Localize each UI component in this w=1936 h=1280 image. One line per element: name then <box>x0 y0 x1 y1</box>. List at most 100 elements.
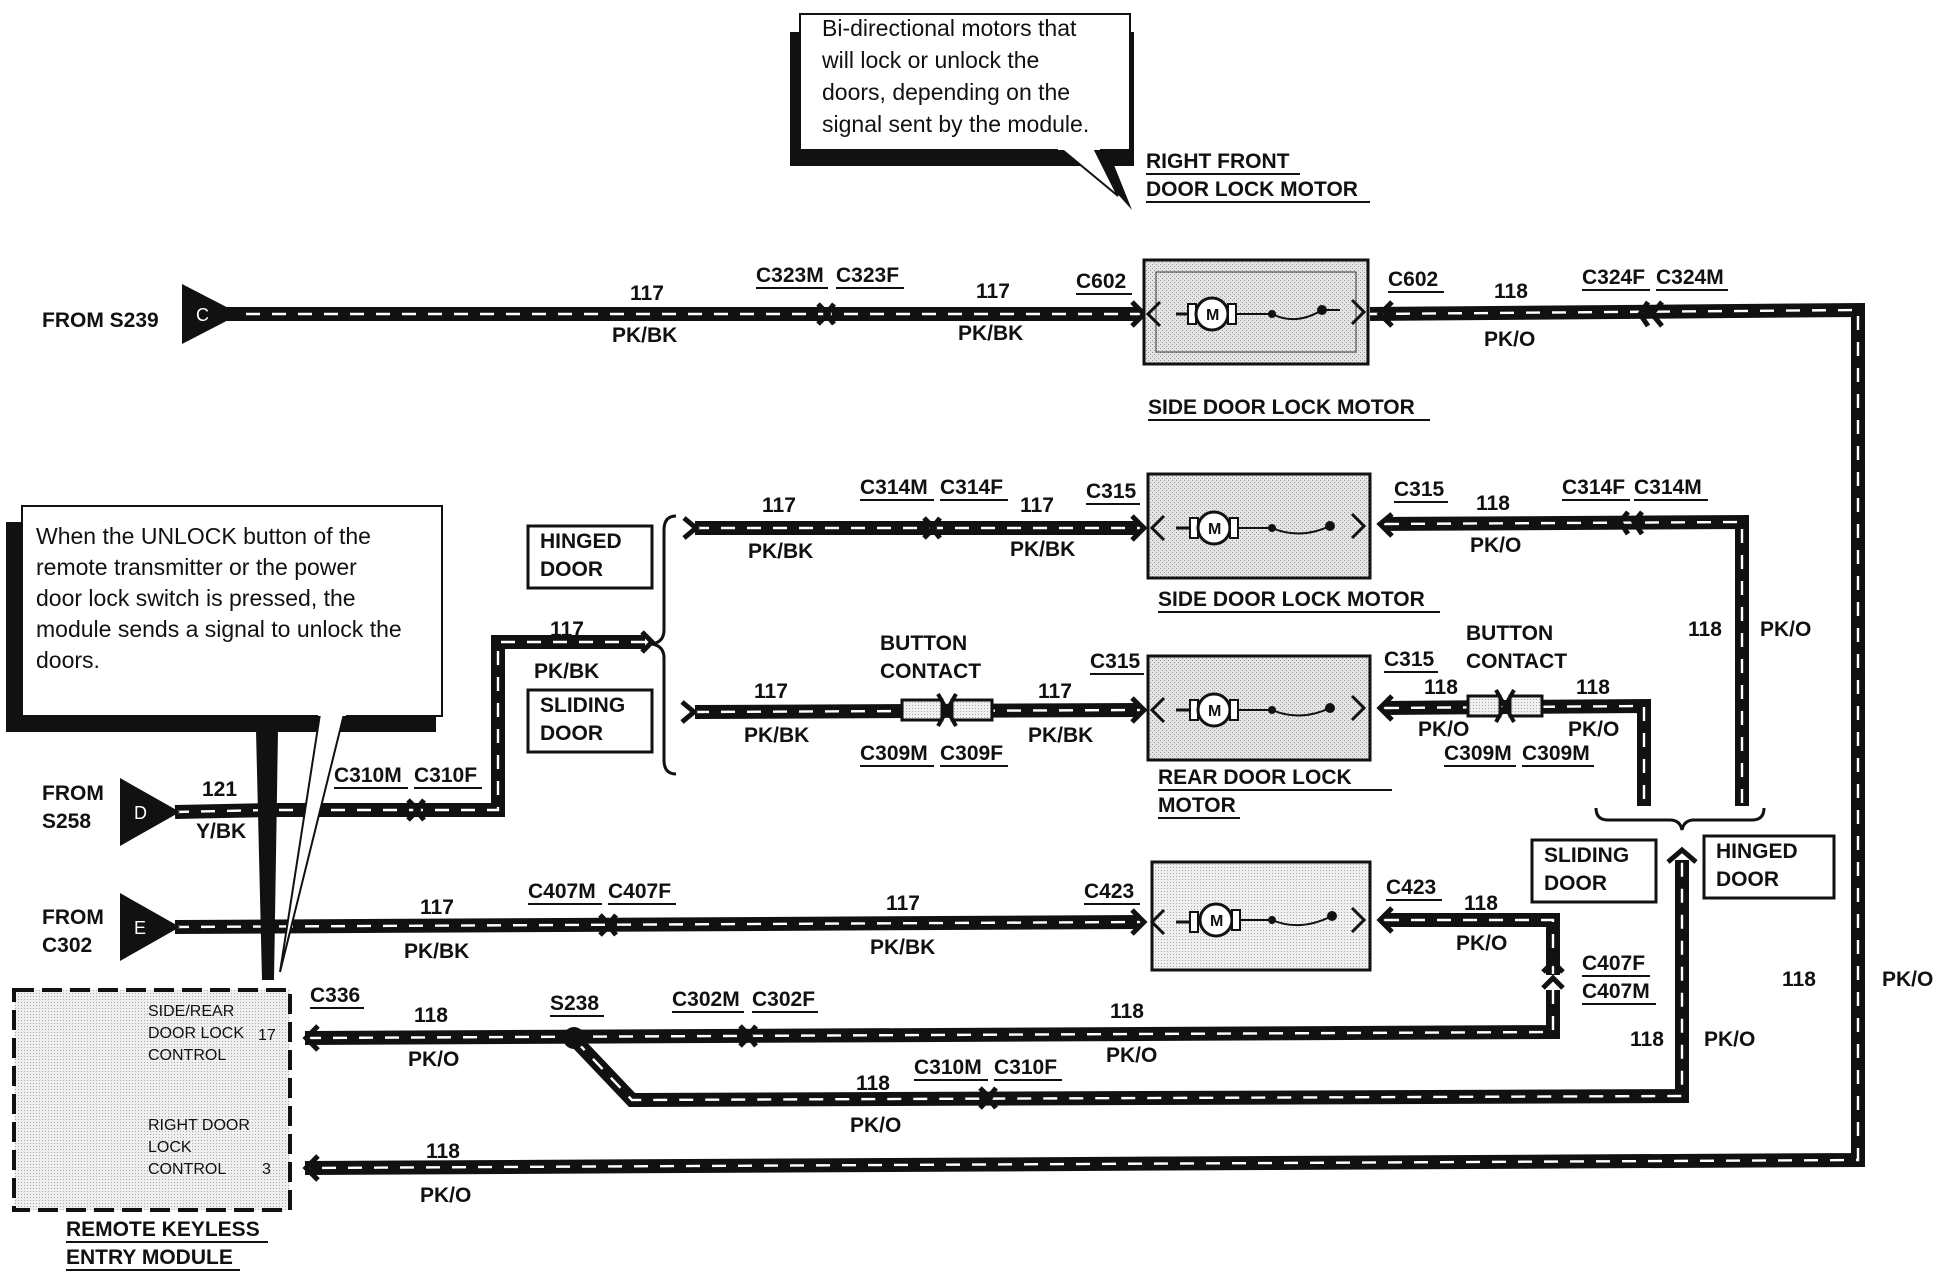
button-contact-right <box>1466 689 1544 723</box>
label-c302m: C302M <box>672 988 740 1011</box>
box-sliding-door-right-line1: SLIDING <box>1544 844 1629 867</box>
label-c315-rear-left: C315 <box>1090 650 1141 673</box>
module-pin17-line1: SIDE/REAR <box>148 1003 234 1020</box>
label-118-hinged-vert: 118 <box>1688 618 1722 641</box>
motor-symbol-c423: M <box>1210 913 1223 930</box>
side-door-motor-title-top: SIDE DOOR LOCK MOTOR <box>1148 396 1415 419</box>
connector-c309-arrow-left <box>680 700 698 724</box>
label-c315-rear-right: C315 <box>1384 648 1435 671</box>
label-c602-left: C602 <box>1076 270 1126 293</box>
connector-c336 <box>302 1024 320 1052</box>
button-contact-left-line1: BUTTON <box>880 632 967 655</box>
splice-s238 <box>563 1027 585 1049</box>
source-s239-label: FROM S239 <box>42 309 159 332</box>
label-117-r1b: 117 <box>976 280 1010 303</box>
rear-door-lock-motor: M <box>1146 654 1372 762</box>
connector-glyphs <box>302 300 1698 1182</box>
connector-c407-vertical <box>1541 958 1565 990</box>
label-c309m-left: C309M <box>860 742 928 765</box>
box-sliding-door-right: SLIDING DOOR <box>1530 838 1658 904</box>
label-118-r1: 118 <box>1494 280 1528 303</box>
wire-118-pko-s238-branch <box>569 860 1689 1108</box>
connector-c302 <box>738 1024 758 1048</box>
module-title-line1: REMOTE KEYLESS <box>66 1218 260 1241</box>
label-117-r2a: 117 <box>762 494 796 517</box>
label-pko-r6: PK/O <box>850 1114 901 1137</box>
label-117-r3a: 117 <box>754 680 788 703</box>
label-c407f-right: C407F <box>1582 952 1645 975</box>
label-c323m: C323M <box>756 264 824 287</box>
module-pin17-line3: CONTROL <box>148 1047 226 1064</box>
wire-118-pko-hinged-side <box>1384 514 1749 806</box>
label-117-brace: 117 <box>550 618 584 641</box>
callout-motors-line2: will lock or unlock the <box>821 47 1039 73</box>
callout-unlock-line1: When the UNLOCK button of the <box>36 523 371 549</box>
motor-symbol-rear: M <box>1208 703 1221 720</box>
label-pkbk-r4b: PK/BK <box>870 936 935 959</box>
label-118-r4: 118 <box>1464 892 1498 915</box>
label-c314m-left: C314M <box>860 476 928 499</box>
box-sliding-door-left-line1: SLIDING <box>540 694 625 717</box>
circuit-labels: 117 PK/BK 117 PK/BK 118 PK/O 117 PK/BK 1… <box>196 280 1933 1207</box>
callout-unlock: When the UNLOCK button of the remote tra… <box>6 505 443 980</box>
motor-symbol-side: M <box>1208 521 1221 538</box>
connector-c310-bottom <box>978 1086 998 1110</box>
brace-right <box>1594 807 1766 831</box>
label-c423-right: C423 <box>1386 876 1436 899</box>
label-c310f-bottom: C310F <box>994 1056 1057 1079</box>
rear-door-motor-title2: MOTOR <box>1158 794 1236 817</box>
label-c324m: C324M <box>1656 266 1724 289</box>
label-c310m-top: C310M <box>334 764 402 787</box>
connector-c423-left <box>1130 908 1148 936</box>
label-118-r7: 118 <box>426 1140 460 1163</box>
label-pko-r3b: PK/O <box>1568 718 1619 741</box>
callout-motors-line3: doors, depending on the <box>822 79 1070 105</box>
connector-module-pin3 <box>302 1154 320 1182</box>
box-hinged-door-right: HINGED DOOR <box>1702 834 1836 900</box>
box-sliding-door-right-line2: DOOR <box>1544 872 1607 895</box>
module-pin3-number: 3 <box>262 1161 271 1178</box>
label-pko-r1: PK/O <box>1484 328 1535 351</box>
label-c315-side-left: C315 <box>1086 480 1137 503</box>
wire-118-pko-right-front <box>304 302 1865 1175</box>
module-pin3-line1: RIGHT DOOR <box>148 1117 250 1134</box>
label-pkbk-r1b: PK/BK <box>958 322 1023 345</box>
connector-hinged-bottom <box>1666 846 1698 864</box>
label-118-r5a: 118 <box>414 1004 448 1027</box>
wire-121-ybk <box>174 803 271 819</box>
label-117-r4a: 117 <box>420 896 454 919</box>
connector-c602-right <box>1376 300 1394 328</box>
label-pko-r3a: PK/O <box>1418 718 1469 741</box>
connector-brace-arrow <box>640 630 656 654</box>
box-hinged-door-right-line2: DOOR <box>1716 868 1779 891</box>
label-pko-r5a: PK/O <box>408 1048 459 1071</box>
button-contact-left <box>900 693 994 727</box>
source-c302-label1: FROM <box>42 906 104 929</box>
label-c407f-left: C407F <box>608 880 671 903</box>
wiring <box>174 302 1865 1175</box>
c423-door-lock-motor: M <box>1149 860 1372 972</box>
label-s238: S238 <box>550 992 599 1015</box>
side-door-motor-title: SIDE DOOR LOCK MOTOR <box>1158 588 1425 611</box>
callout-motors-line1: Bi-directional motors that <box>822 15 1077 41</box>
label-117-r2b: 117 <box>1020 494 1054 517</box>
label-pkbk-r1a: PK/BK <box>612 324 677 347</box>
label-c602-right: C602 <box>1388 268 1438 291</box>
source-s239: FROM S239 C <box>42 284 240 344</box>
wire-117-pkbk-c423 <box>174 915 1141 934</box>
source-s258-label2: S258 <box>42 810 91 833</box>
module-pin17-number: 17 <box>258 1027 276 1044</box>
side-door-lock-motor: M <box>1146 472 1372 580</box>
connector-hinged-arrow <box>682 516 700 540</box>
label-pko-sliding-vert: PK/O <box>1704 1028 1755 1051</box>
source-s258-pin: D <box>134 803 147 823</box>
callout-motors-line4: signal sent by the module. <box>822 111 1089 137</box>
label-117-r4b: 117 <box>886 892 920 915</box>
connector-c315-rear-right <box>1376 694 1394 722</box>
motor-symbol-right-front: M <box>1206 307 1219 324</box>
label-pko-r2: PK/O <box>1470 534 1521 557</box>
callout-unlock-line3: door lock switch is pressed, the <box>36 585 356 611</box>
box-hinged-door-right-line1: HINGED <box>1716 840 1798 863</box>
wire-117-pkbk-to-doors <box>270 635 645 817</box>
button-contact-right-line2: CONTACT <box>1466 650 1567 673</box>
